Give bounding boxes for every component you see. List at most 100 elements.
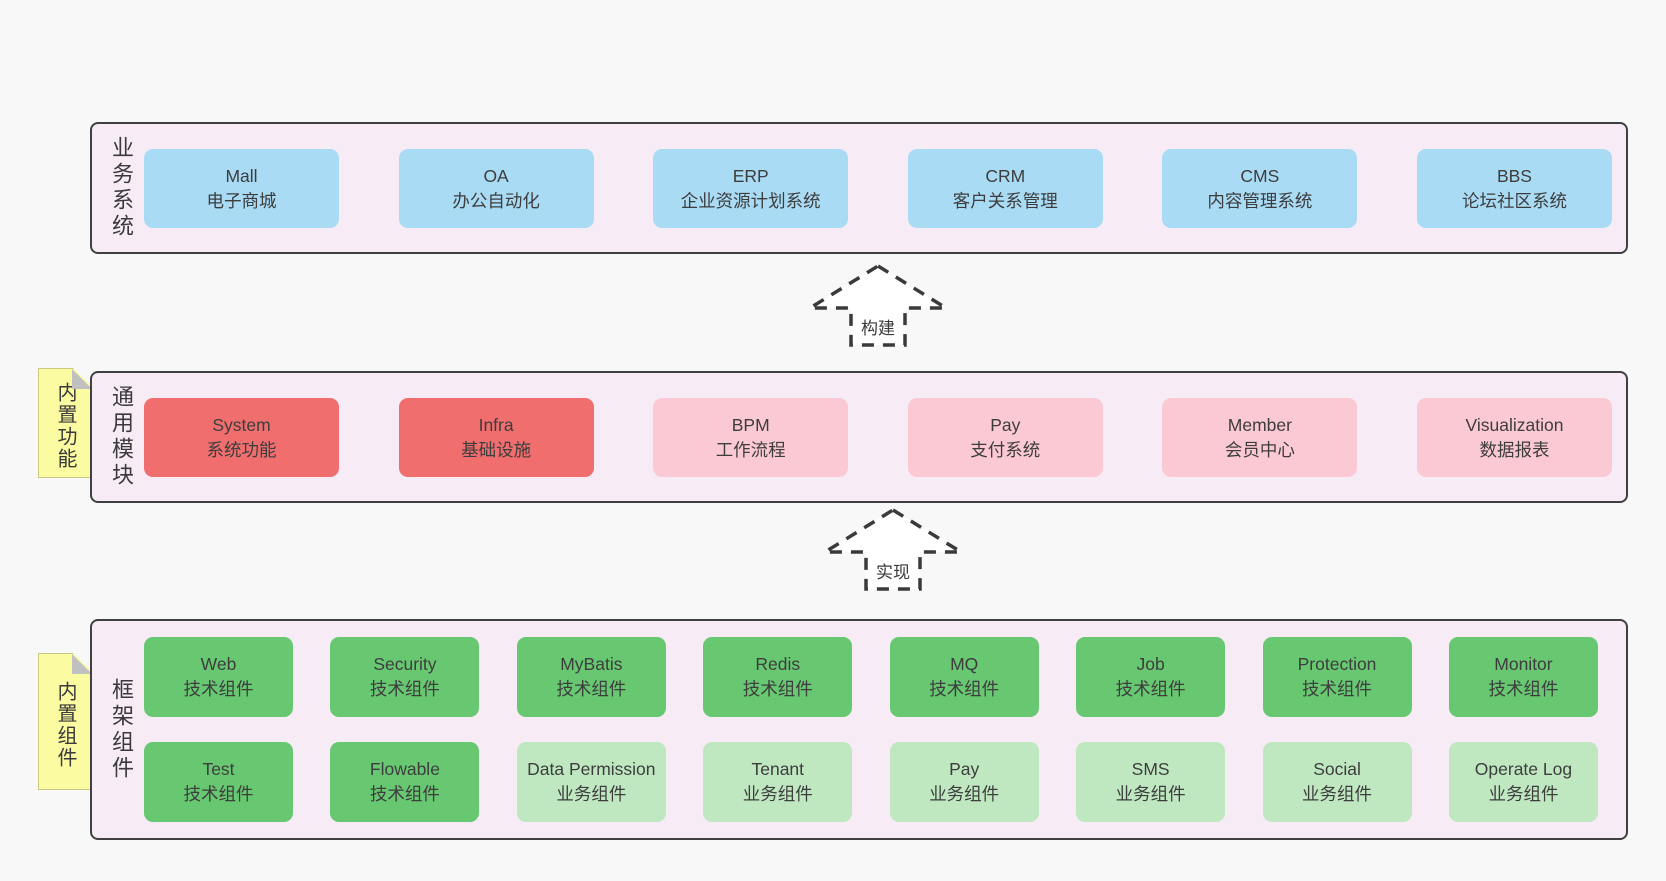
box-subtitle: 内容管理系统: [1207, 190, 1313, 211]
box-subtitle: 技术组件: [183, 784, 254, 804]
box-subtitle: 技术组件: [556, 679, 627, 699]
box-subtitle: 基础设施: [461, 439, 532, 460]
framework-boxes-row-2: Test 技术组件 Flowable 技术组件 Data Permission …: [144, 742, 1598, 822]
box-title: Data Permission: [527, 759, 656, 779]
box-redis: Redis 技术组件: [703, 637, 853, 717]
box-operate-log: Operate Log 业务组件: [1448, 742, 1598, 822]
box-subtitle: 业务组件: [1302, 784, 1373, 804]
box-subtitle: 工作流程: [715, 439, 786, 460]
box-flowable: Flowable 技术组件: [330, 742, 480, 822]
box-subtitle: 技术组件: [1115, 679, 1186, 699]
implement-arrow-label: 实现: [873, 558, 913, 583]
panel-business-systems: 业务系统 Mall 电子商城 OA 办公自动化 ERP 企业资源计划系统 CRM…: [90, 122, 1628, 254]
box-visualization: Visualization 数据报表: [1416, 398, 1612, 477]
box-subtitle: 会员中心: [1224, 439, 1295, 460]
box-subtitle: 系统功能: [206, 439, 277, 460]
box-cms: CMS 内容管理系统: [1162, 149, 1358, 228]
box-title: Redis: [755, 654, 801, 674]
folded-corner: [72, 369, 92, 389]
box-bbs: BBS 论坛社区系统: [1416, 149, 1612, 228]
box-pay-module: Pay 支付系统: [907, 398, 1103, 477]
box-title: MyBatis: [560, 654, 623, 674]
box-title: Protection: [1297, 654, 1377, 674]
panel-framework-components: 框架组件 Web 技术组件 Security 技术组件 MyBatis 技术组件…: [90, 619, 1628, 840]
box-subtitle: 业务组件: [929, 784, 1000, 804]
panel-business-systems-label: 业务系统: [109, 136, 134, 240]
framework-boxes-row-1: Web 技术组件 Security 技术组件 MyBatis 技术组件 Redi…: [144, 637, 1598, 717]
business-boxes-row: Mall 电子商城 OA 办公自动化 ERP 企业资源计划系统 CRM 客户关系…: [144, 149, 1612, 228]
box-title: BBS: [1496, 165, 1532, 186]
sticky-note-builtin-features-label: 内置功能: [54, 382, 76, 470]
panel-common-modules: 通用模块 System 系统功能 Infra 基础设施 BPM 工作流程 Pay…: [90, 371, 1628, 503]
box-social: Social 业务组件: [1262, 742, 1412, 822]
box-title: Pay: [990, 414, 1021, 435]
box-tenant: Tenant 业务组件: [703, 742, 853, 822]
folded-corner: [72, 654, 92, 674]
box-title: Flowable: [369, 759, 440, 779]
box-title: System: [212, 414, 271, 435]
box-title: Member: [1227, 414, 1292, 435]
box-subtitle: 业务组件: [1115, 784, 1186, 804]
implement-arrow: 实现: [823, 508, 963, 592]
box-title: CMS: [1240, 165, 1280, 186]
box-subtitle: 电子商城: [206, 190, 277, 211]
box-title: Monitor: [1494, 654, 1553, 674]
up-arrow-icon: [808, 264, 948, 347]
box-title: Infra: [478, 414, 514, 435]
box-subtitle: 技术组件: [369, 679, 440, 699]
box-subtitle: 业务组件: [1488, 784, 1559, 804]
box-title: Pay: [949, 759, 980, 779]
box-erp: ERP 企业资源计划系统: [653, 149, 849, 228]
up-arrow-icon: [823, 508, 963, 591]
box-title: Web: [200, 654, 237, 674]
sticky-note-builtin-components: 内置组件: [38, 653, 93, 790]
box-subtitle: 业务组件: [742, 784, 813, 804]
box-subtitle: 支付系统: [970, 439, 1041, 460]
box-protection: Protection 技术组件: [1262, 637, 1412, 717]
panel-framework-components-label: 框架组件: [109, 677, 134, 782]
box-infra: Infra 基础设施: [398, 398, 594, 477]
sticky-note-builtin-components-label: 内置组件: [54, 680, 76, 769]
box-title: Tenant: [751, 759, 805, 779]
box-test: Test 技术组件: [144, 742, 293, 822]
modules-boxes-row: System 系统功能 Infra 基础设施 BPM 工作流程 Pay 支付系统…: [144, 398, 1612, 477]
box-title: CRM: [985, 165, 1026, 186]
box-subtitle: 技术组件: [369, 784, 440, 804]
box-title: OA: [483, 165, 509, 186]
box-title: ERP: [732, 165, 769, 186]
box-title: SMS: [1131, 759, 1170, 779]
box-data-permission: Data Permission 业务组件: [516, 742, 666, 822]
box-subtitle: 技术组件: [742, 679, 813, 699]
box-mall: Mall 电子商城: [144, 149, 339, 228]
box-subtitle: 业务组件: [556, 784, 627, 804]
box-subtitle: 技术组件: [929, 679, 1000, 699]
build-arrow-label: 构建: [858, 314, 898, 339]
box-title: Social: [1313, 759, 1361, 779]
box-title: MQ: [950, 654, 979, 674]
box-pay-component: Pay 业务组件: [889, 742, 1039, 822]
box-bpm: BPM 工作流程: [653, 398, 849, 477]
box-title: Test: [202, 759, 235, 779]
box-subtitle: 论坛社区系统: [1461, 190, 1567, 211]
box-subtitle: 客户关系管理: [952, 190, 1058, 211]
box-job: Job 技术组件: [1076, 637, 1226, 717]
sticky-note-builtin-features: 内置功能: [38, 368, 93, 478]
box-oa: OA 办公自动化: [398, 149, 594, 228]
box-subtitle: 技术组件: [1488, 679, 1559, 699]
build-arrow: 构建: [808, 264, 948, 348]
box-title: Job: [1136, 654, 1165, 674]
box-security: Security 技术组件: [330, 637, 480, 717]
box-system: System 系统功能: [144, 398, 339, 477]
box-member: Member 会员中心: [1162, 398, 1358, 477]
box-title: Mall: [225, 165, 258, 186]
box-subtitle: 企业资源计划系统: [680, 190, 821, 211]
box-title: Visualization: [1465, 414, 1564, 435]
box-sms: SMS 业务组件: [1076, 742, 1226, 822]
box-crm: CRM 客户关系管理: [907, 149, 1103, 228]
box-subtitle: 技术组件: [1302, 679, 1373, 699]
box-monitor: Monitor 技术组件: [1448, 637, 1598, 717]
box-title: Operate Log: [1474, 759, 1573, 779]
box-title: BPM: [731, 414, 770, 435]
panel-common-modules-label: 通用模块: [109, 385, 134, 489]
